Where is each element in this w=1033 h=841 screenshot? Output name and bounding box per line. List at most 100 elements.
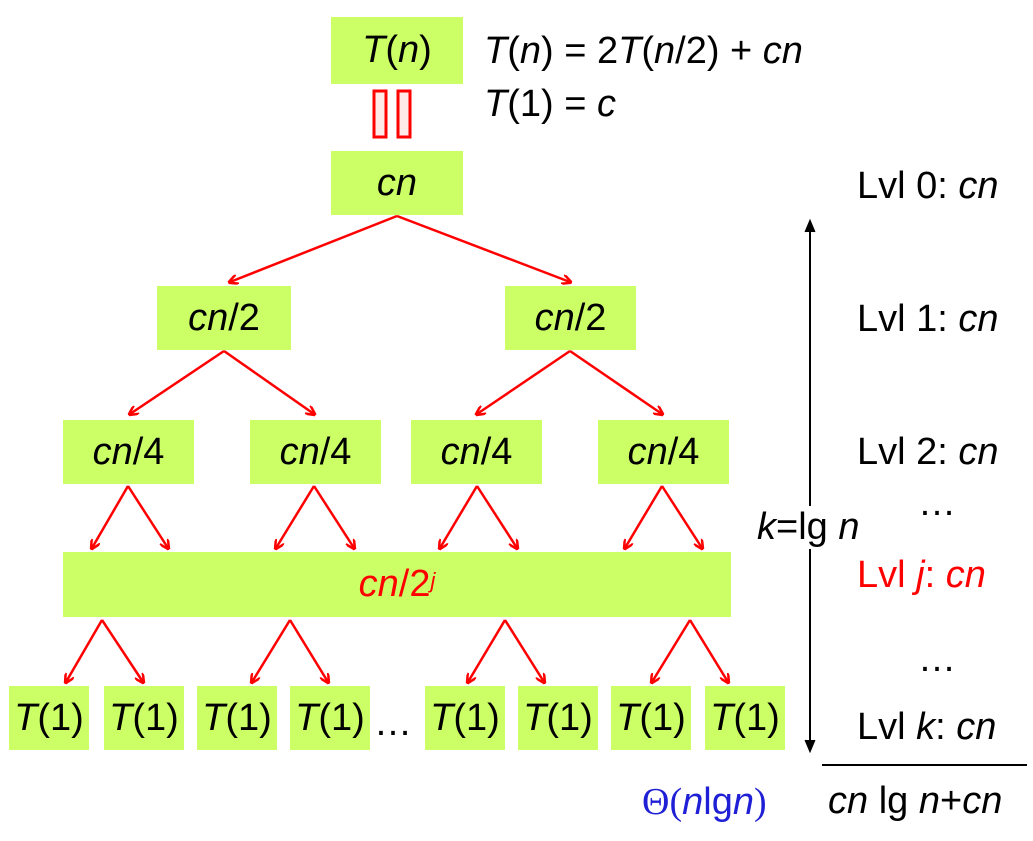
node-div: /4	[667, 430, 700, 473]
expands-to-bar	[372, 89, 388, 139]
node-cn: cn	[279, 430, 320, 473]
edge	[252, 619, 292, 682]
theta-lg: lg	[703, 781, 733, 823]
node-cn: cn	[188, 296, 229, 339]
level-label-k: Lvl k: cn	[857, 706, 996, 749]
node-cn: cn	[92, 430, 133, 473]
edge	[276, 485, 316, 548]
lvl-idx: k	[916, 706, 936, 748]
base-arg: (1) =	[507, 83, 597, 125]
edge	[440, 485, 479, 548]
height-n: n	[838, 506, 860, 548]
total-n: n	[918, 780, 940, 822]
rec-cn: cn	[762, 30, 803, 72]
edge	[312, 485, 354, 548]
lvl-sep: :	[935, 706, 957, 748]
edge	[230, 214, 398, 282]
lvl-idx: 0	[916, 165, 938, 207]
leaf-node: T(1)	[197, 686, 277, 750]
level2-node: cn/4	[598, 420, 729, 484]
lvl-sep: :	[937, 165, 959, 207]
total-cost: cn lg n+cn	[828, 780, 1002, 823]
edge	[396, 214, 570, 282]
leaf-node: T(1)	[518, 686, 598, 750]
leaf-ellipsis: …	[374, 702, 412, 744]
leaf-node: T(1)	[290, 686, 370, 750]
lvl-idx: 1	[916, 298, 938, 340]
total-cn2: cn	[962, 780, 1003, 822]
rec-eq: = 2	[553, 30, 619, 72]
levelj-exp: j	[430, 567, 436, 593]
level0-node: cn	[331, 151, 463, 215]
leaf-node: T(1)	[705, 686, 785, 750]
node-div: /4	[319, 430, 352, 473]
height-arrow-head-bottom	[804, 739, 816, 754]
total-lg: lg	[868, 780, 919, 822]
height-label: k=lg n	[757, 506, 860, 549]
theta-n2: n	[732, 781, 754, 823]
edge	[468, 619, 507, 682]
node-div: /4	[480, 430, 513, 473]
edge	[130, 349, 225, 414]
edge	[66, 619, 104, 682]
level-label-j: Lvl j: cn	[857, 554, 986, 597]
levelj-cn: cn	[358, 563, 399, 605]
leaf-node: T(1)	[611, 686, 691, 750]
theta-n: n	[682, 781, 704, 823]
node-cn: cn	[627, 430, 668, 473]
lvl-cost: cn	[958, 431, 999, 473]
leaf-T: T	[109, 696, 133, 739]
edge	[503, 619, 544, 682]
leaf-T: T	[14, 696, 38, 739]
leaf-node: T(1)	[104, 686, 184, 750]
leaf-node: T(1)	[9, 686, 89, 750]
level1-node: cn/2	[505, 286, 636, 350]
level-label-0: Lvl 0: cn	[857, 165, 999, 208]
rec-rest: /2) +	[675, 30, 763, 72]
lvl-prefix: Lvl	[857, 165, 917, 207]
node-div: /2	[574, 296, 607, 339]
level1-node: cn/2	[157, 286, 291, 350]
root-T: T	[362, 29, 386, 71]
lvl-sep: :	[937, 298, 959, 340]
total-plus: +	[939, 780, 963, 822]
level2-node: cn/4	[250, 420, 381, 484]
lvl-cost: cn	[958, 165, 999, 207]
lvl-idx: 2	[916, 431, 938, 473]
levelj-div: /2	[398, 563, 431, 605]
height-arrow-head-top	[804, 218, 816, 233]
theta-bound: Θ(nlgn)	[642, 780, 767, 824]
recurrence-line-1: T(n) = 2T(n/2) + cn	[484, 30, 803, 72]
level-label-1: Lvl 1: cn	[857, 298, 999, 341]
edge	[625, 485, 664, 548]
lvl-sep: :	[924, 554, 946, 596]
edge	[688, 619, 728, 682]
lvl-idx: j	[916, 554, 925, 596]
level2-node: cn/4	[63, 420, 194, 484]
edge	[652, 619, 692, 682]
edge	[126, 485, 168, 548]
expands-to-bar	[396, 89, 412, 139]
node-cn: cn	[534, 296, 575, 339]
edge	[477, 349, 571, 414]
leaf-node: T(1)	[425, 686, 505, 750]
lvl-cost: cn	[958, 298, 999, 340]
node-div: /2	[228, 296, 260, 339]
lvl-cost: cn	[956, 706, 997, 748]
lvl-cost: cn	[945, 554, 986, 596]
leaf-T: T	[295, 696, 319, 739]
level-ellipsis: …	[918, 638, 956, 680]
rec-T: T	[484, 30, 508, 72]
leaf-T: T	[616, 696, 640, 739]
rec-n2: n	[654, 30, 676, 72]
leaf-T: T	[430, 696, 454, 739]
total-cn: cn	[828, 780, 869, 822]
edge	[223, 349, 314, 414]
edge	[475, 485, 517, 548]
base-T: T	[484, 83, 508, 125]
leaf-T: T	[202, 696, 226, 739]
leaf-T: T	[710, 696, 734, 739]
node-div: /4	[132, 430, 165, 473]
level-label-2: Lvl 2: cn	[857, 431, 999, 474]
